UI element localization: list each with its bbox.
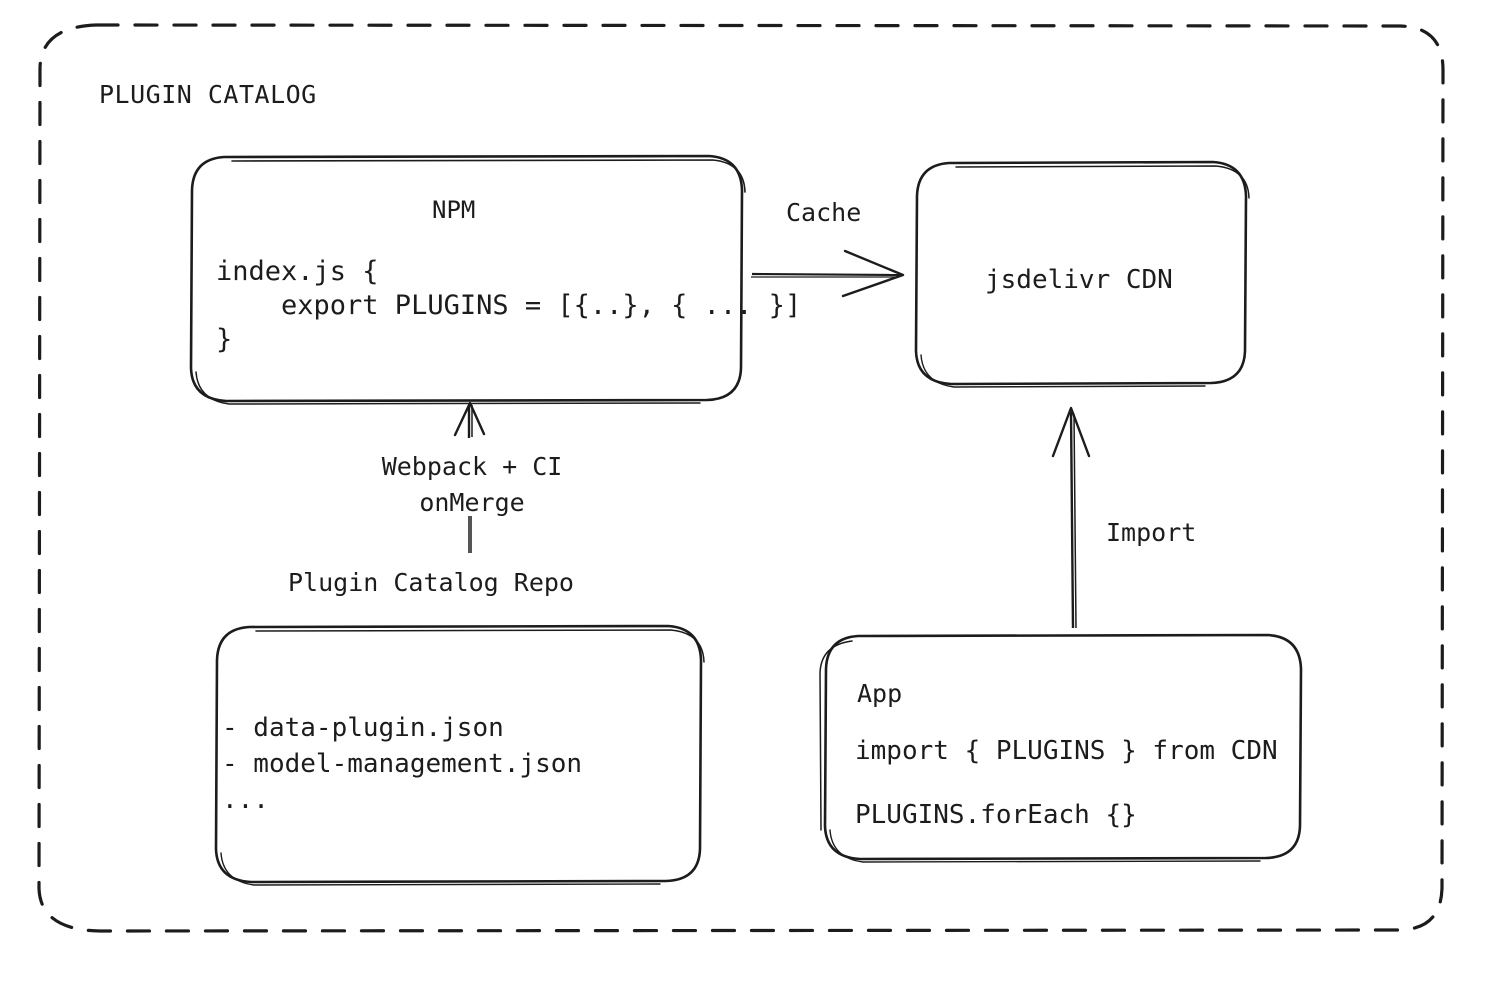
app-node-title: App (857, 679, 903, 708)
cache-edge-label: Cache (786, 198, 862, 227)
npm-node-code: index.js { export PLUGINS = [{..}, { ...… (216, 256, 802, 355)
webpack-edge-label: Webpack + CI onMerge (381, 452, 563, 517)
page-title: PLUGIN CATALOG (99, 80, 317, 109)
npm-node-title: NPM (432, 196, 476, 224)
import-edge-label: Import (1106, 518, 1197, 547)
repo-node-file-list: - data-plugin.json - model-management.js… (222, 713, 583, 815)
repo-node-caption: Plugin Catalog Repo (288, 568, 574, 597)
app-node-import-line: import { PLUGINS } from CDN (855, 736, 1278, 766)
import-arrow (1051, 406, 1091, 629)
app-node-foreach-line: PLUGINS.forEach {} (855, 800, 1137, 830)
cdn-node-title: jsdelivr CDN (985, 265, 1173, 295)
